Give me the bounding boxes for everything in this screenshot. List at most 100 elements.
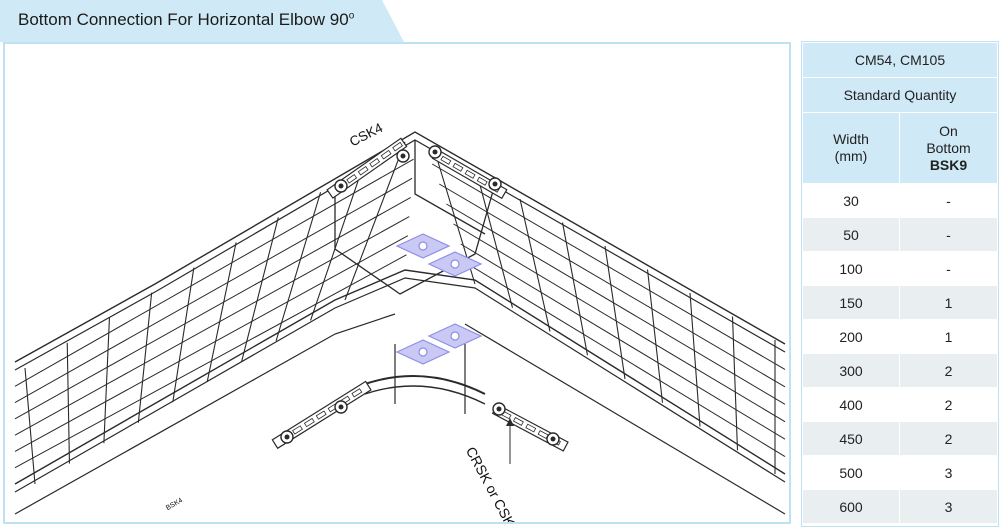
inner-wall-posts bbox=[394, 344, 466, 414]
mesh-cross-wire-left bbox=[241, 217, 279, 362]
callout-arrow bbox=[506, 418, 514, 426]
cell-qty: 1 bbox=[899, 285, 998, 320]
cell-qty: 3 bbox=[899, 455, 998, 490]
mesh-cross-wire-left bbox=[172, 267, 195, 403]
cell-qty: 2 bbox=[899, 387, 998, 422]
col-qty-line2: Bottom bbox=[926, 139, 971, 156]
top-rail-inner bbox=[14, 269, 786, 485]
cell-width: 500 bbox=[802, 455, 900, 490]
mesh-cross-wire-left bbox=[66, 342, 70, 464]
mesh-cross-wire-right bbox=[476, 175, 514, 308]
bottom-plate-bolt bbox=[450, 331, 460, 341]
quantity-table-frame bbox=[801, 41, 999, 527]
cell-width: 150 bbox=[802, 285, 900, 320]
mesh-cross-wire-right bbox=[519, 198, 551, 332]
col-qty-line3: BSK9 bbox=[929, 156, 968, 173]
mesh-long-wire-left bbox=[14, 216, 410, 436]
bottom-plate-bolt bbox=[418, 241, 428, 251]
mesh-long-wire-left bbox=[14, 196, 411, 420]
corner-post bbox=[414, 140, 486, 235]
mesh-long-wire-right bbox=[460, 243, 786, 440]
cell-qty: 1 bbox=[899, 319, 998, 354]
mesh-cross-wire-left bbox=[24, 367, 36, 485]
cell-width: 450 bbox=[802, 421, 900, 456]
elbow-drawing bbox=[14, 131, 786, 515]
table-row: 50 - bbox=[802, 217, 998, 252]
cell-width: 50 bbox=[802, 217, 900, 252]
cell-width: 100 bbox=[802, 251, 900, 286]
mesh-long-wire-left bbox=[14, 158, 414, 387]
table-row: 600 3 bbox=[802, 489, 998, 524]
mesh-long-wire-right bbox=[467, 263, 786, 457]
cell-width: 600 bbox=[802, 489, 900, 524]
title-tab: Bottom Connection For Horizontal Elbow 9… bbox=[0, 0, 404, 42]
bolt-center bbox=[550, 436, 556, 442]
table-row: 450 2 bbox=[802, 421, 998, 456]
table-row: 200 1 bbox=[802, 319, 998, 354]
table-row: 30 - bbox=[802, 183, 998, 218]
table-model: CM54, CM105 bbox=[802, 42, 998, 78]
top-rail-outer bbox=[14, 131, 786, 363]
mesh-long-wire-right bbox=[431, 163, 786, 370]
table-model-row: CM54, CM105 bbox=[802, 42, 998, 78]
bolt-center bbox=[338, 183, 344, 189]
table-header-row: Width (mm) On Bottom BSK9 bbox=[802, 112, 998, 184]
side-wall-right bbox=[464, 323, 786, 515]
cell-qty: 3 bbox=[899, 489, 998, 524]
col-qty-line1: On bbox=[939, 122, 958, 139]
table-row: 400 2 bbox=[802, 387, 998, 422]
title-tab-shape bbox=[0, 0, 404, 42]
table-subtitle: Standard Quantity bbox=[802, 77, 998, 113]
cell-width: 30 bbox=[802, 183, 900, 218]
bolt-center bbox=[338, 404, 344, 410]
col-width-line2: (mm) bbox=[834, 148, 868, 164]
cell-width: 400 bbox=[802, 387, 900, 422]
bottom-plate-bolt bbox=[418, 347, 428, 357]
mesh-cross-wire-right bbox=[561, 222, 589, 356]
bottom-strap bbox=[364, 375, 486, 395]
bottom-plate-bolt bbox=[450, 259, 460, 269]
top-rail-inner-2 bbox=[14, 277, 786, 493]
table-subtitle-row: Standard Quantity bbox=[802, 77, 998, 113]
bolt-center bbox=[492, 181, 498, 187]
table-row: 150 1 bbox=[802, 285, 998, 320]
bottom-strap-2 bbox=[364, 385, 486, 405]
page-title: Bottom Connection For Horizontal Elbow 9… bbox=[18, 10, 354, 30]
mesh-long-wire-left bbox=[14, 254, 407, 469]
cell-qty: - bbox=[899, 183, 998, 218]
mesh-long-wire-right bbox=[439, 183, 786, 388]
cell-width: 200 bbox=[802, 319, 900, 354]
elbow-drawing-frame: CSK4 CRSK or CSK7 BSK4 bbox=[3, 42, 791, 524]
table-row: 500 3 bbox=[802, 455, 998, 490]
cell-qty: 2 bbox=[899, 421, 998, 456]
col-header-qty: On Bottom BSK9 bbox=[899, 112, 998, 184]
mesh-long-wire-right bbox=[453, 223, 786, 423]
col-width-line1: Width bbox=[833, 131, 869, 147]
cell-width: 300 bbox=[802, 353, 900, 388]
mesh-long-wire-left bbox=[14, 177, 413, 404]
top-rail-outer-2 bbox=[14, 139, 786, 371]
mesh-long-wire-right bbox=[446, 203, 786, 405]
mesh-cross-wire-left bbox=[103, 317, 110, 444]
mesh-cross-wire-right bbox=[731, 316, 739, 451]
bolt-center bbox=[432, 149, 438, 155]
mesh-cross-wire-left bbox=[275, 192, 322, 342]
cell-qty: - bbox=[899, 217, 998, 252]
bolt-center bbox=[496, 406, 502, 412]
splice-bar-top-right bbox=[431, 148, 508, 200]
bolt-center bbox=[284, 434, 290, 440]
page-title-text: Bottom Connection For Horizontal Elbow 9… bbox=[18, 10, 349, 29]
col-header-width: Width (mm) bbox=[802, 112, 900, 184]
mesh-cross-wire-left bbox=[206, 242, 237, 382]
mesh-long-wire-left bbox=[14, 235, 409, 452]
mesh-cross-wire-right bbox=[646, 269, 664, 403]
degree-symbol: o bbox=[348, 10, 355, 22]
cell-qty: 2 bbox=[899, 353, 998, 388]
mesh-cross-wire-left bbox=[344, 141, 406, 301]
corner-wall bbox=[334, 183, 496, 295]
bolt-center bbox=[400, 153, 406, 159]
side-wall-left bbox=[14, 313, 396, 515]
quantity-table: CM54, CM105 Standard Quantity Width (mm)… bbox=[802, 42, 998, 524]
table-row: 100 - bbox=[802, 251, 998, 286]
table-row: 300 2 bbox=[802, 353, 998, 388]
